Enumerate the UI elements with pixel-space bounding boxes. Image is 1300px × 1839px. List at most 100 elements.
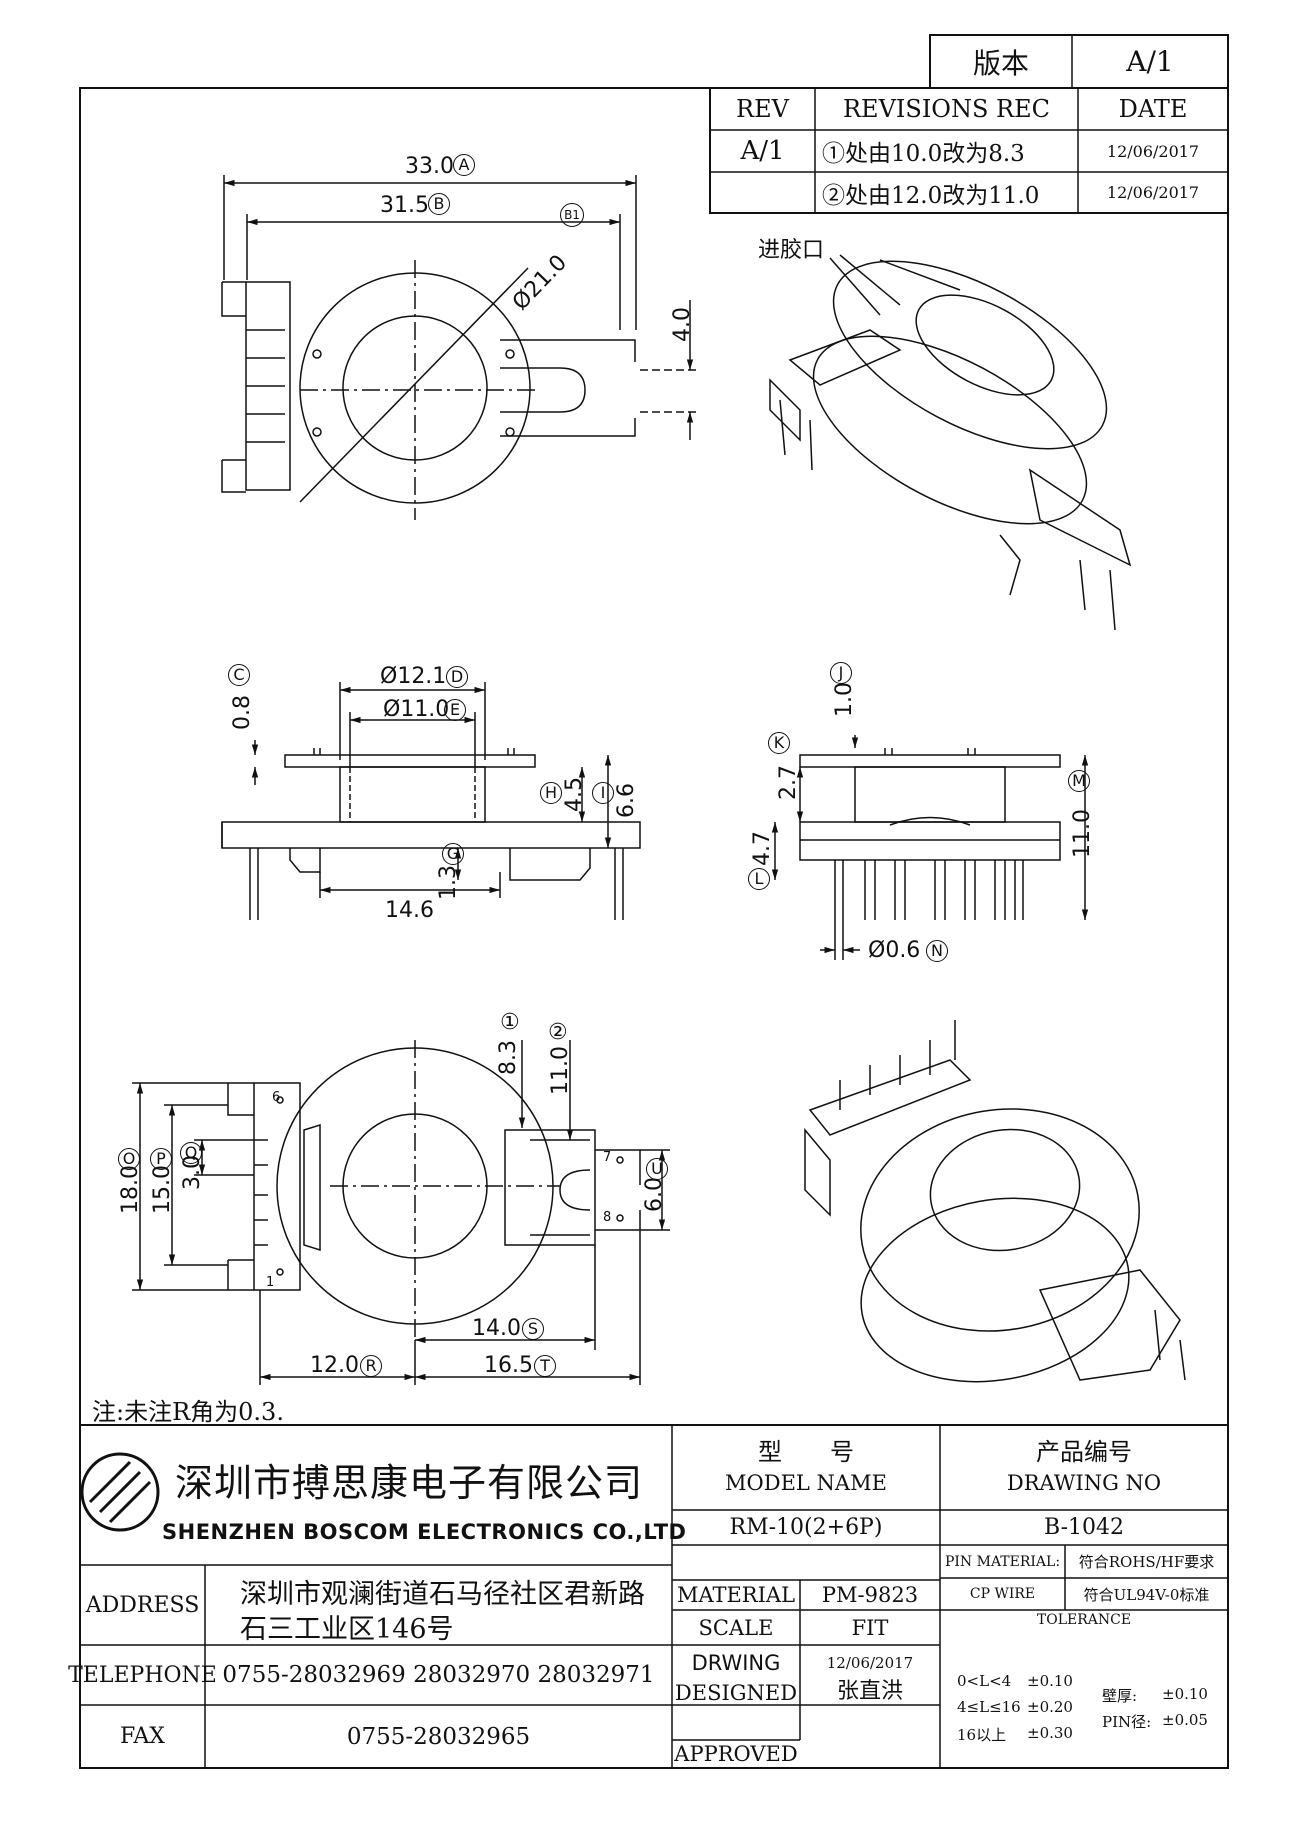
dim-g-tag: G [442,843,464,865]
dim-q-tag: Q [180,1142,202,1164]
drawing-no-spacer [672,1545,940,1580]
drwing-value: 12/06/2017 [826,1653,914,1672]
dim-o-tag: O [118,1148,140,1170]
cp-wire-value: 符合UL94V-0标准 [1083,1585,1210,1604]
dim-k-tag: K [768,732,790,754]
rec-header: REVISIONS REC [842,95,1051,123]
dim-b1-tag: B1 [560,203,584,227]
tol-range-3: 16以上 [957,1726,1007,1744]
dim-r-value: 12.0 [310,1353,359,1378]
cp-wire-label: CP WIRE [969,1586,1036,1602]
dim-l-value: 4.7 [750,831,775,866]
company-logo [80,1452,160,1532]
pin-7-label: 7 [603,1150,612,1165]
dim-i-tag: I [592,782,614,804]
dim-1-value: 8.3 [496,1040,521,1075]
dim-c-tag: C [228,664,250,686]
title-block-grid [80,1424,1228,1768]
sheet-border [79,87,1229,1769]
dim-1-tag: ① [500,1010,520,1035]
telephone-label: TELEPHONE [68,1662,217,1688]
dim-m-tag: M [1068,770,1090,792]
pin-8-label: 8 [603,1210,612,1225]
dim-2-value: 11.0 [548,1046,573,1095]
wall-label: 壁厚: [1102,1687,1138,1705]
approved-label: APPROVED [674,1742,798,1766]
revision-date-1: 12/06/2017 [1106,141,1200,161]
company-name-en: SHENZHEN BOSCOM ELECTRONICS CO.,LTD [162,1520,687,1544]
model-label-en: MODEL NAME [725,1471,887,1495]
gate-label: 进胶口 [758,238,825,263]
dim-q-value: 3.0 [180,1155,205,1190]
dim-k-value: 2.7 [776,765,801,800]
dim-2-tag: ② [548,1020,568,1045]
rev-header: REV [736,95,789,123]
dim-a-value: 33.0 [405,154,454,179]
dim-b-value: 31.5 [380,193,429,218]
tol-range-2: 4≤L≤16 [957,1698,1021,1716]
tol-range-1: 0<L<4 [957,1672,1012,1690]
dim-r-tag: R [360,1355,382,1377]
dim-o-value: 18.0 [118,1165,143,1214]
wall-tol: ±0.10 [1162,1685,1208,1703]
iso-view-bottom [804,1020,1186,1383]
dim-h-tag: H [540,782,562,804]
dim-m-value: 11.0 [1070,809,1095,858]
dim-i-value: 6.6 [614,783,639,818]
pin-dia-tol: ±0.05 [1162,1711,1208,1729]
dim-c-value: 0.8 [230,695,255,730]
revision-rec-1: ①处由10.0改为8.3 [822,141,1025,167]
version-value: A/1 [1126,45,1174,78]
iso-view-top [769,254,1132,631]
tol-value-2: ±0.20 [1027,1698,1073,1716]
date-header: DATE [1118,95,1188,123]
model-value: RM-10(2+6P) [729,1515,883,1540]
revision-table-grid [709,87,1229,214]
dim-l-tag: L [748,868,770,890]
fax-label: FAX [120,1724,165,1749]
drawing-label-cn: 产品编号 [1036,1437,1132,1466]
designed-value: 张直洪 [836,1678,903,1704]
revision-date-2: 12/06/2017 [1106,183,1200,202]
dim-p-tag: P [150,1148,172,1170]
revision-rec-2: ②处由12.0改为11.0 [822,182,1040,209]
dim-4-value: 4.0 [670,307,695,342]
dim-t-tag: T [534,1355,556,1377]
dim-b-tag: B [428,193,450,215]
company-name-cn: 深圳市搏思康电子有限公司 [175,1461,644,1505]
dim-s-tag: S [522,1318,544,1340]
bottom-view [227,1040,641,1340]
pin-6-label: 6 [272,1090,281,1105]
tolerance-label: TOLERANCE [1036,1612,1132,1628]
scale-value: FIT [851,1615,889,1640]
tol-value-1: ±0.10 [1027,1672,1073,1690]
address-line-1: 深圳市观澜街道石马径社区君新路 [240,1579,645,1610]
material-label: MATERIAL [676,1583,796,1607]
dim-p-value: 15.0 [150,1165,175,1214]
dim-j-tag: J [830,662,852,684]
dim-j-value: 1.0 [832,682,857,717]
note-text: 注:未注R角为0.3. [92,1398,284,1426]
side-view [799,748,1061,920]
top-view [221,260,700,520]
dim-u-value: 6.0 [642,1177,667,1212]
dim-e-value: Ø11.0 [383,697,450,722]
drwing-label: DRWING [691,1650,781,1675]
dim-n-tag: N [926,940,948,962]
drawing-label-en: DRAWING NO [1006,1471,1162,1495]
dim-n-value: Ø0.6 [868,938,921,963]
designed-label: DESIGNED [674,1680,798,1705]
dim-s-value: 14.0 [472,1316,521,1341]
dim-width-value: 14.6 [385,898,434,923]
rev-value: A/1 [740,136,785,166]
fax-value: 0755-28032965 [346,1723,531,1750]
front-view [221,748,641,920]
dim-d-tag: D [446,666,468,688]
material-value: PM-9823 [821,1583,919,1607]
pin-dia-label: PIN径: [1102,1713,1152,1731]
dim-e-tag: E [444,699,466,721]
telephone-value: 0755-28032969 28032970 28032971 [222,1662,655,1688]
version-label: 版本 [972,46,1029,80]
dim-a-tag: A [453,154,475,176]
